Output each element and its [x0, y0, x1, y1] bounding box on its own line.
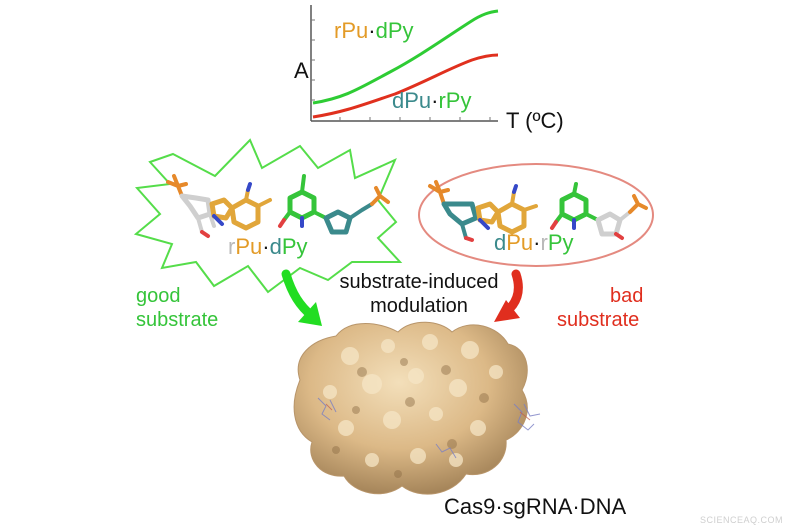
left-label-r: r: [228, 234, 236, 259]
green-arrow-head: [298, 302, 322, 326]
green-curve-label-dot: ·: [368, 18, 376, 43]
green-curve-label-part2: dPy: [375, 18, 414, 43]
good-caption-line2: substrate: [136, 309, 219, 331]
right-stick-model: [428, 180, 648, 242]
bad-caption-line2: substrate: [557, 309, 640, 331]
cas9-protein-surface: [293, 321, 541, 495]
bad-substrate-ellipse: [418, 163, 654, 267]
green-arrow: [281, 269, 317, 321]
plot-ticks: [311, 19, 491, 121]
left-label-dot: ·: [262, 234, 270, 259]
red-arrow-head: [494, 300, 520, 322]
y-axis-label: A: [294, 58, 309, 83]
good-caption-line1: good: [136, 285, 181, 307]
red-curve-label-part1: dPu: [392, 88, 432, 113]
red-curve-label-dot: ·: [431, 88, 439, 113]
left-label-py: Py: [281, 234, 308, 259]
modulation-line1: substrate-induced: [339, 271, 499, 293]
x-axis-label: T (ºC): [506, 108, 564, 133]
melting-plot: [310, 5, 499, 122]
complex-label: Cas9·sgRNA·DNA: [444, 494, 627, 519]
left-substrate-label: rPu·dPy: [228, 236, 308, 258]
right-label-dot: ·: [533, 230, 541, 255]
red-curve-label: dPu·rPy: [392, 90, 471, 112]
red-curve-label-part2: rPy: [438, 88, 472, 113]
right-label-pu: Pu: [506, 230, 534, 255]
left-stick-model: [166, 174, 390, 238]
right-label-d: d: [494, 230, 507, 255]
right-label-r: r: [540, 230, 548, 255]
bad-caption-line1: bad: [610, 285, 644, 307]
curve-rpu-dpy: [312, 9, 499, 105]
modulation-line2: modulation: [370, 295, 468, 317]
good-substrate-starburst: [133, 138, 403, 294]
right-substrate-label: dPu·rPy: [494, 232, 574, 254]
green-curve-label: rPu·dPy: [334, 20, 414, 42]
right-label-py: Py: [547, 230, 574, 255]
green-curve-label-part1: rPu: [334, 18, 369, 43]
curve-dpu-rpy: [312, 53, 499, 119]
left-label-d: d: [269, 234, 282, 259]
watermark: SCIENCEAQ.COM: [700, 515, 784, 525]
left-label-pu: Pu: [235, 234, 263, 259]
